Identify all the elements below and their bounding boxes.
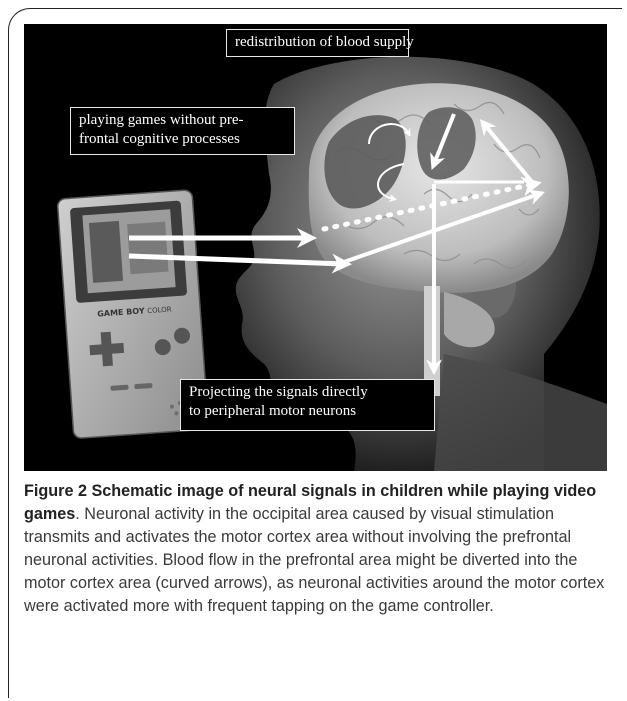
callout-signals-line1: Projecting the signals directly [189, 383, 426, 402]
figure-caption: Figure 2 Schematic image of neural signa… [24, 480, 614, 618]
callout-projecting-signals: Projecting the signals directly to perip… [180, 379, 435, 431]
device-model-text: COLOR [147, 305, 172, 315]
callout-games-line1: playing games without pre- [79, 111, 286, 130]
figure-image: GAME BOY COLOR [24, 24, 607, 471]
callout-blood-supply: redistribution of blood supply [226, 29, 409, 57]
callout-games-line2: frontal cognitive processes [79, 130, 286, 149]
callout-signals-line2: to peripheral motor neurons [189, 402, 426, 421]
callout-blood-text: redistribution of blood supply [235, 34, 414, 50]
callout-playing-games: playing games without pre- frontal cogni… [70, 107, 295, 155]
caption-body: . Neuronal activity in the occipital are… [24, 505, 604, 615]
